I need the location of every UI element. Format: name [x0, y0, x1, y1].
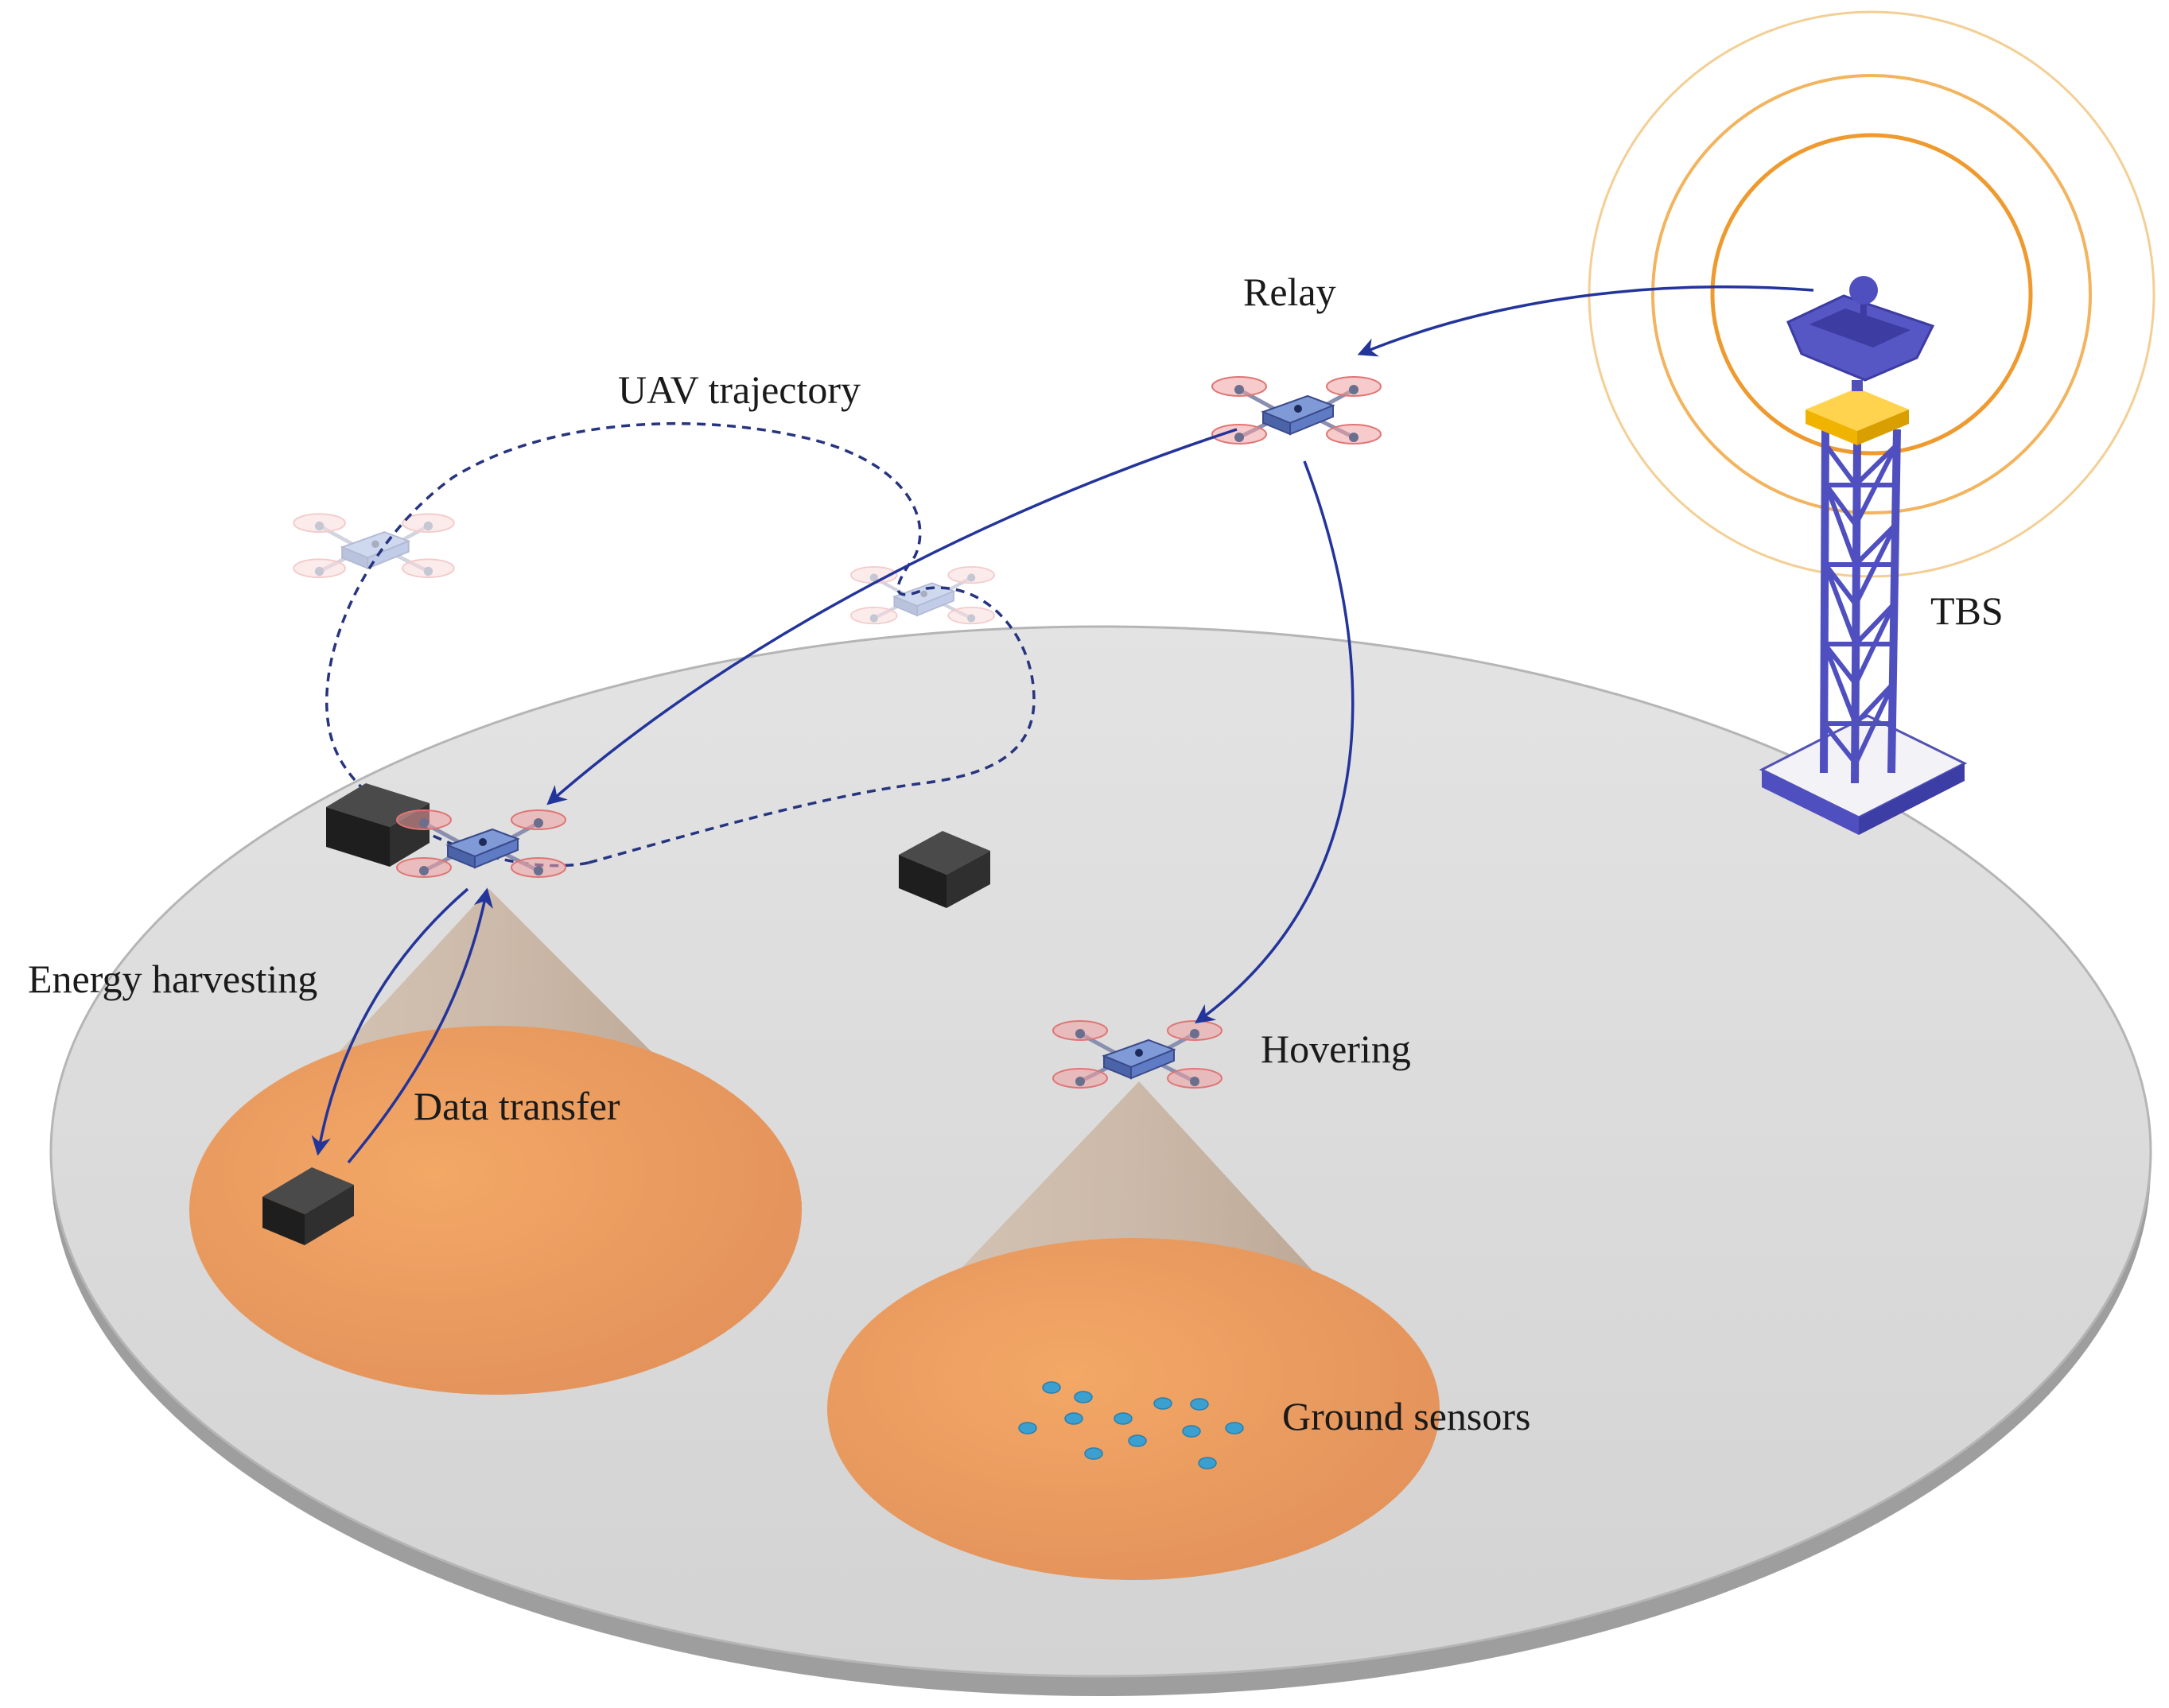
- relay-label: Relay: [1243, 270, 1336, 314]
- tbs-tower: [1759, 276, 1968, 835]
- box-in-cone: [262, 1167, 354, 1245]
- data-transfer-label: Data transfer: [414, 1084, 620, 1128]
- sensor: [1190, 1398, 1209, 1411]
- right-coverage-cone: [827, 1081, 1440, 1580]
- tbs-to-relay-arrow: [1357, 285, 1814, 357]
- sensor: [1182, 1425, 1201, 1438]
- sensor: [1064, 1412, 1083, 1425]
- sensor: [1128, 1434, 1147, 1447]
- box-middle: [899, 831, 990, 908]
- data-transfer-arrow: [347, 887, 493, 1164]
- sensor: [1198, 1457, 1217, 1469]
- sensor: [1225, 1422, 1244, 1434]
- sensor: [1084, 1447, 1103, 1460]
- sensor: [1153, 1397, 1172, 1410]
- ghost-drone-left: [293, 514, 453, 577]
- hovering-label: Hovering: [1261, 1027, 1411, 1071]
- sensor: [1114, 1412, 1133, 1425]
- relay-drone: [1212, 377, 1381, 444]
- sensor: [1074, 1391, 1093, 1403]
- relay-to-uav-arrow: [546, 428, 1238, 805]
- energy-harvesting-label: Energy harvesting: [28, 957, 317, 1001]
- left-coverage-cone: [189, 889, 802, 1395]
- links: [311, 285, 1814, 1164]
- sensor: [1042, 1381, 1061, 1394]
- energy-harvesting-arrow: [311, 887, 469, 1156]
- relay-to-hovering-arrow: [1195, 460, 1355, 1024]
- ground-sensors: [1018, 1381, 1244, 1469]
- sensor: [1018, 1422, 1037, 1434]
- ground-sensors-label: Ground sensors: [1282, 1394, 1530, 1438]
- uav-trajectory-label: UAV trajectory: [618, 367, 861, 412]
- tbs-label: TBS: [1930, 588, 2004, 633]
